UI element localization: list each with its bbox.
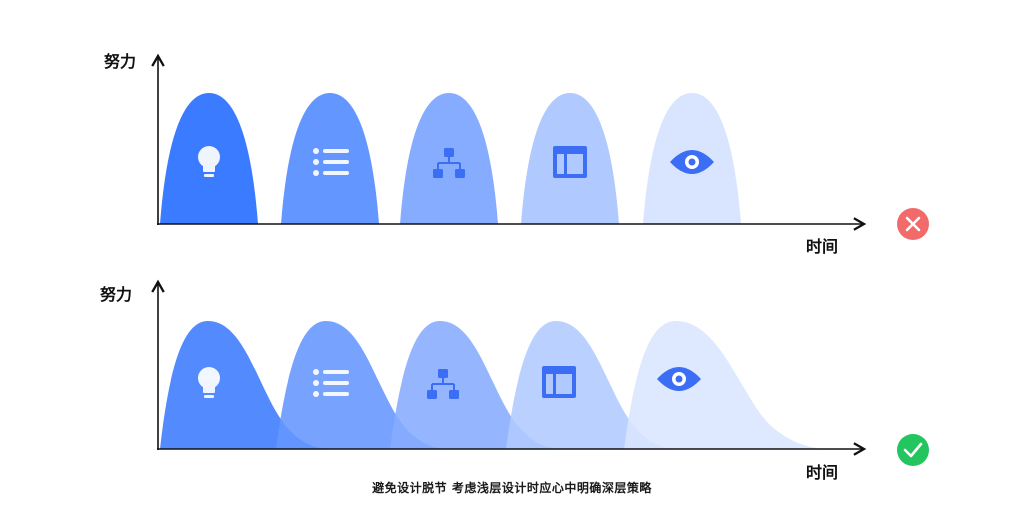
bottom-hump-5 — [624, 321, 830, 449]
eye-icon — [657, 367, 701, 391]
top-chart: 努力 时间 — [104, 52, 929, 256]
bottom-y-axis-label: 努力 — [100, 285, 132, 304]
top-stage-humps — [160, 93, 741, 224]
bottom-hump-2 — [276, 321, 448, 449]
top-hump-2 — [281, 93, 379, 224]
layout-icon — [542, 366, 576, 398]
list-icon — [313, 148, 349, 176]
bottom-chart: 努力 时间 — [100, 279, 929, 482]
check-icon — [903, 442, 923, 458]
layout-icon — [553, 146, 587, 178]
status-correct-badge — [897, 434, 929, 466]
top-x-axis-label: 时间 — [806, 237, 838, 256]
top-y-axis-label: 努力 — [104, 52, 136, 71]
lightbulb-icon — [198, 367, 220, 398]
hierarchy-icon — [433, 148, 465, 178]
bottom-x-axis-label: 时间 — [806, 463, 838, 482]
lightbulb-icon — [198, 146, 220, 177]
caption: 避免设计脱节 考虑浅层设计时应心中明确深层策略 — [372, 481, 652, 495]
close-icon — [905, 216, 921, 232]
status-wrong-badge — [897, 208, 929, 240]
bottom-hump-3 — [390, 321, 562, 449]
bottom-hump-1 — [160, 321, 330, 449]
bottom-hump-4 — [506, 321, 678, 449]
eye-icon — [670, 150, 714, 174]
list-icon — [313, 369, 349, 397]
bottom-stage-humps — [160, 321, 830, 449]
hierarchy-icon — [427, 369, 459, 399]
